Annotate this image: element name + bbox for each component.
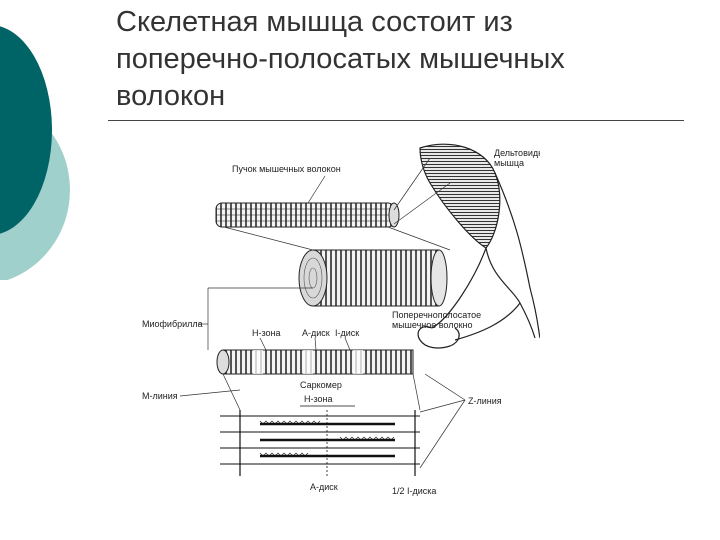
- label-sarcomere: Саркомер: [300, 380, 342, 390]
- title-line-1: Скелетная мышца состоит из: [116, 4, 696, 41]
- label-i-disk-top: I-диск: [335, 328, 359, 338]
- label-h-zone-mid: Н-зона: [304, 394, 333, 404]
- myofibril-drawing: [217, 350, 413, 374]
- decorative-circles: [0, 0, 80, 280]
- sarcomere-filaments: [220, 406, 420, 476]
- label-h-zone-top: Н-зона: [252, 328, 281, 338]
- label-m-line: М-линия: [142, 391, 178, 401]
- label-myofibril: Миофибрилла: [142, 319, 203, 329]
- title-line-3: волокон: [116, 78, 696, 115]
- slide-title: Скелетная мышца состоит из поперечно-пол…: [116, 4, 696, 115]
- muscle-fiber: [299, 250, 447, 306]
- label-fiber-line-1: Поперечнополосатое: [392, 310, 481, 320]
- label-half-i-disk: 1/2 I-диска: [392, 486, 436, 496]
- title-line-2: поперечно-полосатых мышечных: [116, 41, 696, 78]
- label-a-disk-top: А-диск: [302, 328, 330, 338]
- fiber-bundle: [216, 203, 399, 227]
- label-a-disk-bottom: А-диск: [310, 482, 338, 492]
- label-bundle: Пучок мышечных волокон: [232, 164, 341, 174]
- muscle-structure-diagram: Пучок мышечных волокон Дельтовидная мышц…: [120, 128, 540, 504]
- label-deltoid-line-1: Дельтовидная: [494, 148, 540, 158]
- title-divider: [108, 120, 684, 121]
- label-fiber-line-2: мышечное волокно: [392, 320, 473, 330]
- label-z-line: Z-линия: [468, 396, 502, 406]
- fiber-cross-section: [299, 250, 327, 306]
- label-deltoid-line-2: мышца: [494, 158, 524, 168]
